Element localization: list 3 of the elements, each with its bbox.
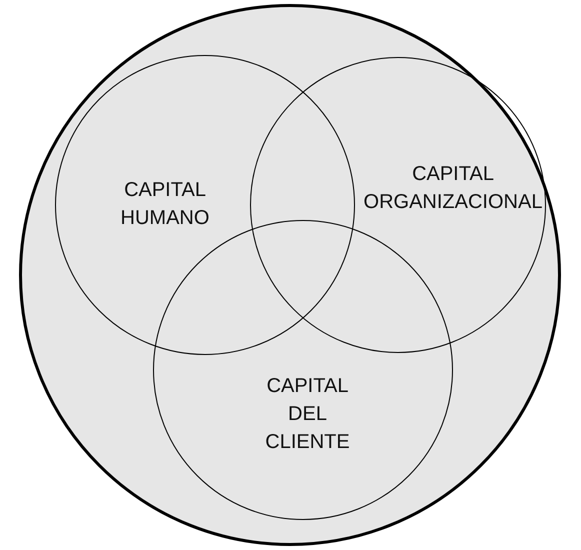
circle-label: CAPITAL HUMANO xyxy=(120,178,210,231)
circle-label: CAPITAL ORGANIZACIONAL xyxy=(362,162,544,215)
circle-label: CAPITAL DEL CLIENTE xyxy=(264,374,351,455)
